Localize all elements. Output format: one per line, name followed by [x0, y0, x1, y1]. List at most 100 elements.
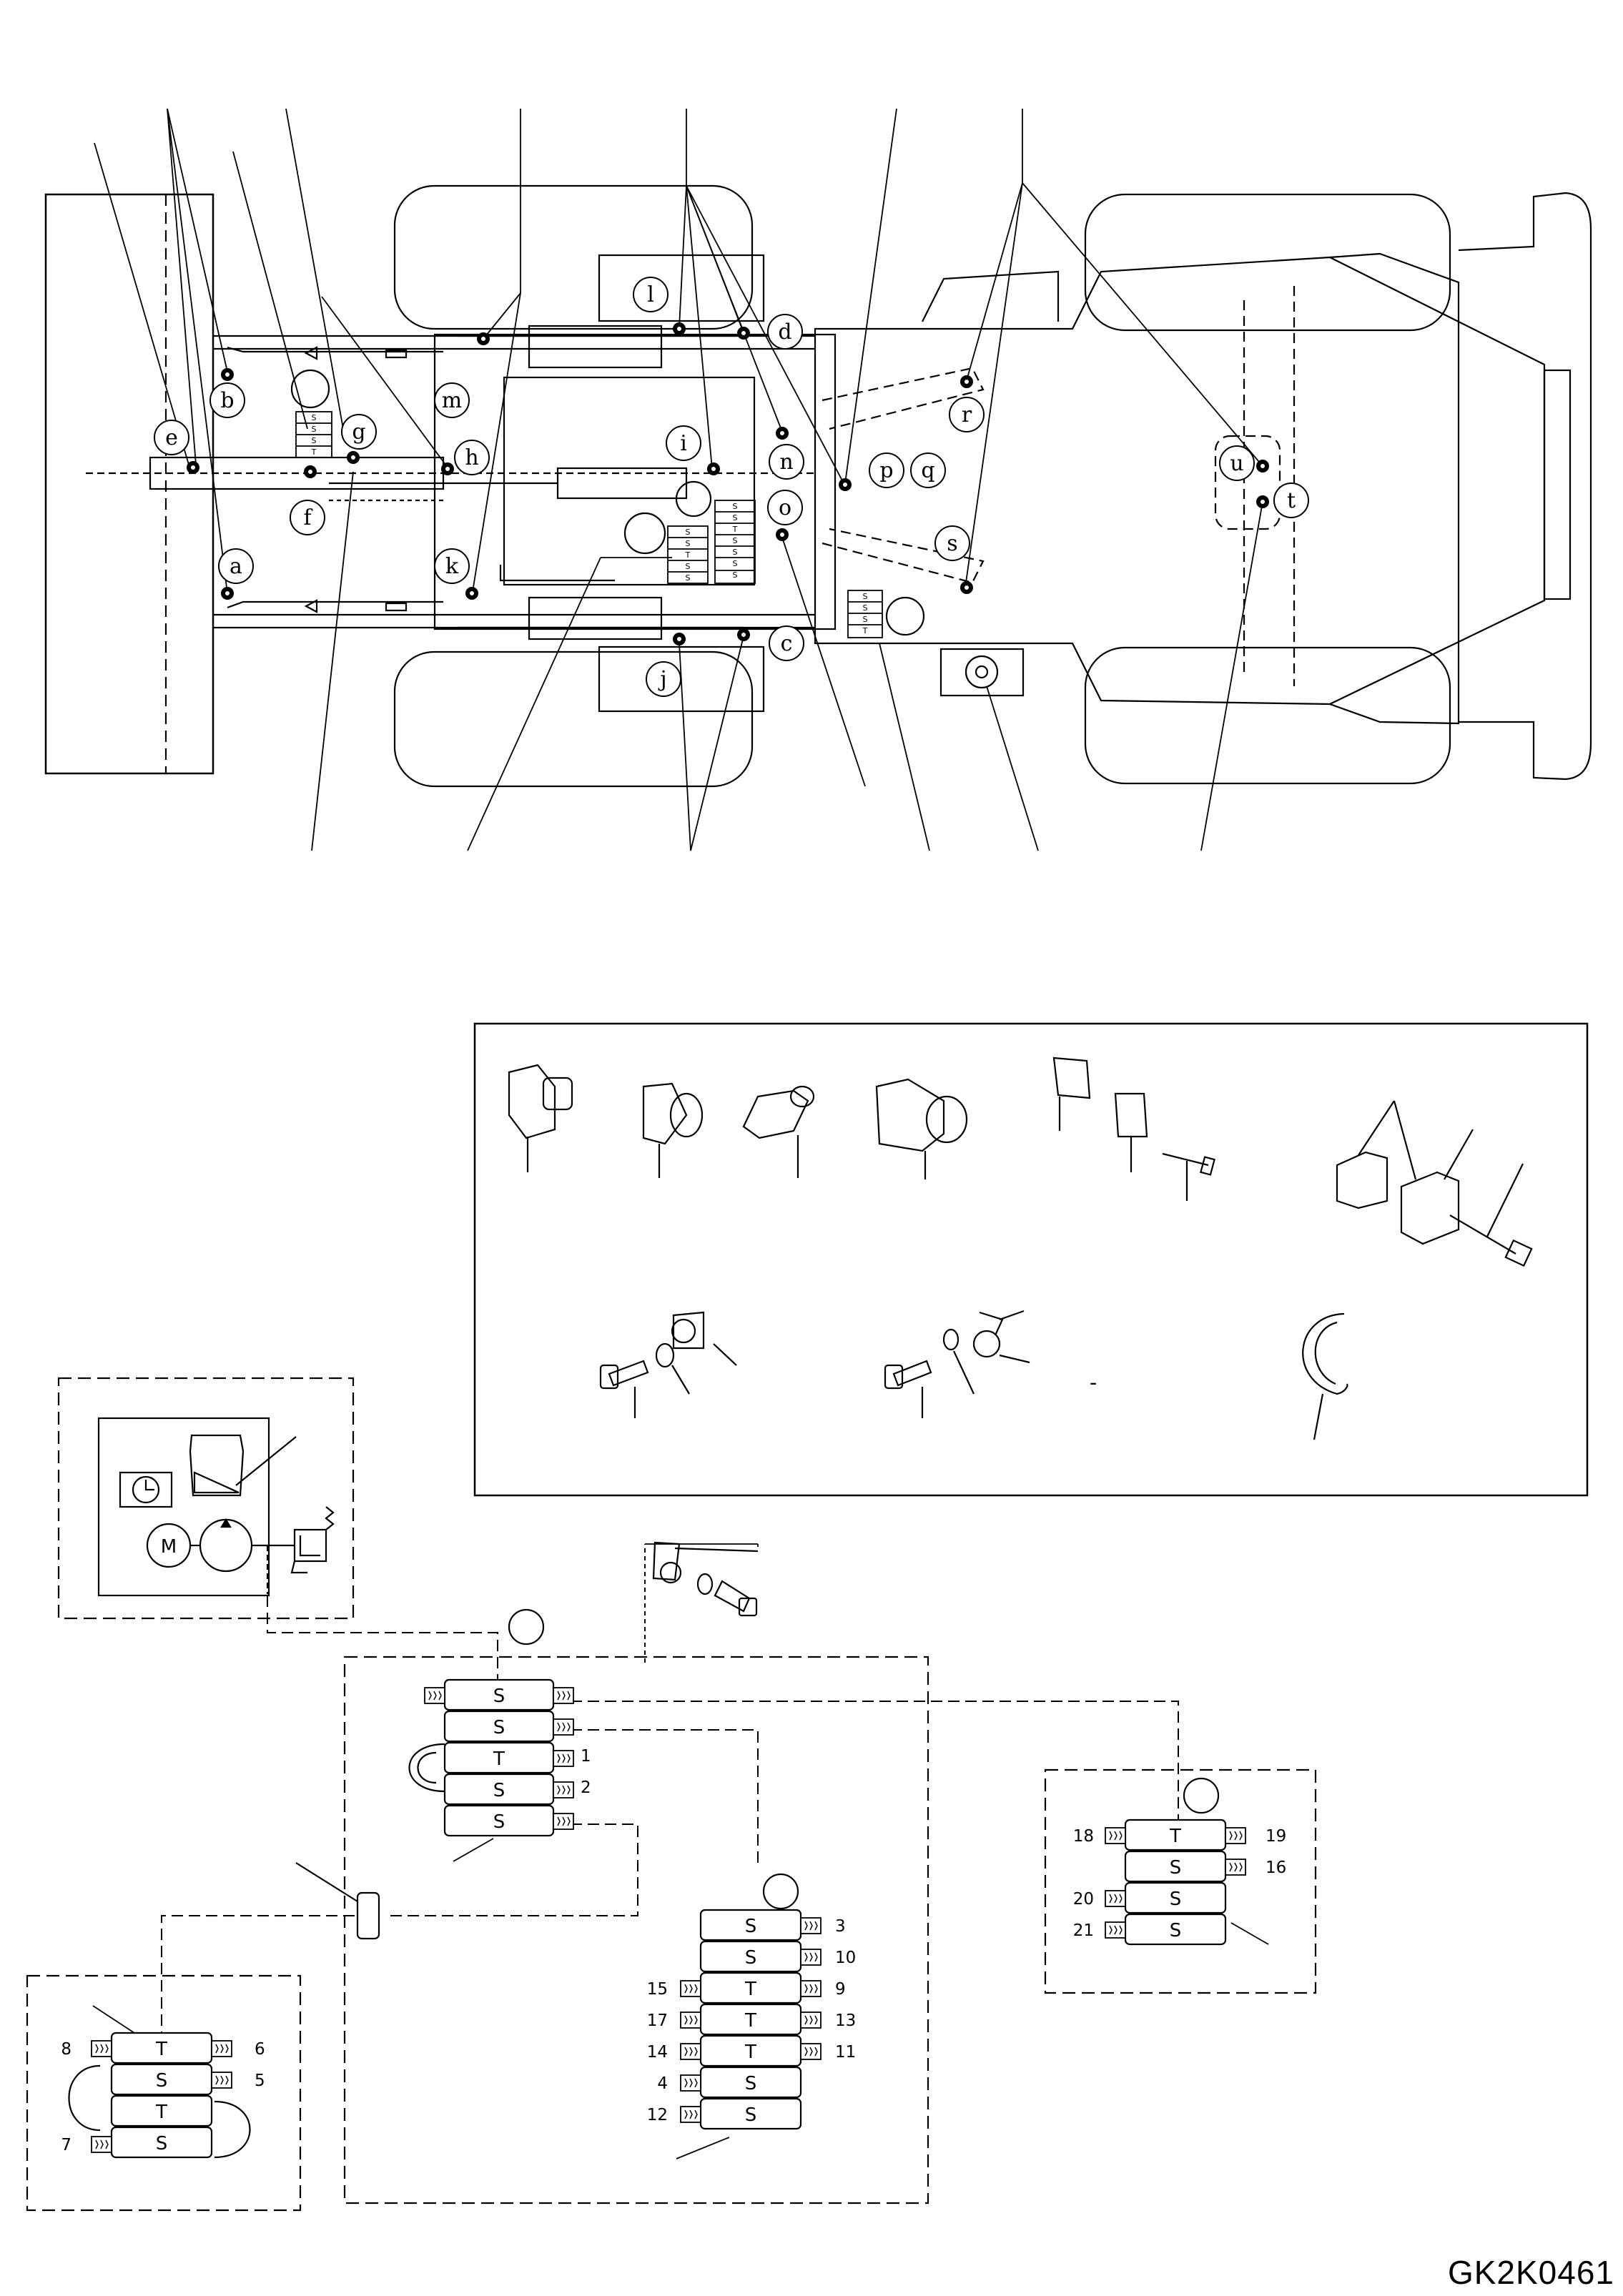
outlet-number: 9	[835, 1980, 846, 1999]
mini-block-letter: S	[733, 559, 738, 568]
mini-block-letter: S	[863, 592, 868, 601]
lube-point-label: p	[879, 458, 893, 483]
lube-point-label: i	[680, 431, 687, 456]
lube-point-label: t	[1287, 488, 1296, 513]
distributor-block-letter: S	[493, 1811, 505, 1833]
lube-point-label: l	[647, 282, 654, 307]
distribution-zone	[26, 1541, 1317, 2212]
outlet-number: 4	[657, 2074, 668, 2093]
parts-panel	[473, 1022, 1589, 1497]
mini-block-letter: S	[312, 413, 317, 422]
lube-point-label: k	[445, 554, 459, 579]
motor-symbol-letter: M	[161, 1536, 177, 1558]
lube-point-m: m	[434, 332, 490, 418]
mini-block-letter: T	[685, 550, 691, 560]
mini-block-letter: S	[312, 425, 317, 434]
outlet-number: 17	[647, 2012, 668, 2030]
pump-unit	[57, 1377, 355, 1620]
mini-block-letter: S	[686, 573, 691, 583]
outlet-number: 16	[1266, 1859, 1286, 1877]
distributor-block-letter: S	[745, 1947, 757, 1969]
lube-point-label: b	[220, 388, 234, 413]
lube-point-label: g	[352, 420, 365, 445]
lube-point-label: f	[303, 505, 312, 530]
lube-point-f: f	[290, 465, 325, 535]
mini-block-letter: S	[686, 539, 691, 548]
lube-point-u: u	[1219, 445, 1269, 481]
top-view-distributor-blocks	[295, 411, 883, 638]
mini-block-letter: S	[863, 615, 868, 624]
distributor-block-letter: S	[493, 1717, 505, 1738]
lube-point-e: e	[154, 420, 199, 474]
lubrication-lines	[161, 1544, 1179, 2037]
outlet-number: 7	[61, 2136, 71, 2154]
lube-point-label: d	[778, 320, 791, 345]
lube-point-label: q	[921, 458, 934, 483]
distributor-block-letter: S	[1170, 1857, 1182, 1879]
distributor-block-letter: T	[493, 1748, 505, 1770]
lube-point-a: a	[218, 548, 254, 600]
outlet-number: 3	[835, 1917, 846, 1936]
lube-point-label: o	[779, 495, 791, 520]
mini-block-letter: S	[863, 603, 868, 613]
mini-block-letter: T	[732, 525, 738, 534]
distributor-block-letter: T	[744, 1979, 756, 2000]
mini-block-letter: S	[733, 513, 738, 523]
lube-point-r: r	[949, 375, 985, 432]
lube-point-d: d	[737, 314, 803, 350]
callout-circles	[290, 369, 1220, 1910]
parts-panel-dash-mark: -	[1090, 1370, 1097, 1395]
lube-point-label: j	[658, 667, 666, 692]
outlet-number: 11	[835, 2043, 856, 2062]
mini-block-letter: S	[686, 528, 691, 537]
top-leader-lines	[94, 108, 1263, 851]
distributor-block-letter: T	[744, 2042, 756, 2063]
distributor-block-letter: S	[745, 2104, 757, 2126]
mini-block-letter: S	[733, 502, 738, 511]
distributor-block-letter: S	[1170, 1889, 1182, 1910]
outlet-number: 19	[1266, 1827, 1286, 1846]
distributor-block-letter: T	[155, 2039, 167, 2060]
mini-block-letter: S	[733, 548, 738, 557]
outlet-number: 15	[647, 1980, 668, 1999]
lube-point-s: s	[934, 525, 973, 594]
outlet-number: 1	[581, 1747, 591, 1766]
mini-block-letter: S	[733, 570, 738, 580]
machine-outline	[44, 184, 1592, 788]
lube-point-label: a	[230, 554, 242, 579]
outlet-number: 20	[1073, 1890, 1094, 1909]
mini-block-letter: S	[686, 562, 691, 571]
outlet-number: 10	[835, 1949, 856, 1967]
lube-point-h: h	[441, 440, 490, 475]
lube-point-label: r	[962, 402, 972, 427]
lube-point-p: p	[839, 452, 904, 491]
lube-point-q: q	[910, 452, 946, 488]
lube-point-o: o	[767, 490, 803, 541]
lube-point-label: u	[1230, 451, 1243, 476]
distributor-block-letter: S	[156, 2070, 168, 2092]
outlet-number: 5	[255, 2072, 265, 2090]
distributor-block-letter: T	[155, 2102, 167, 2123]
outlet-number: 14	[647, 2043, 668, 2062]
distributor-block-letter: S	[1170, 1920, 1182, 1941]
lube-point-label: e	[165, 425, 178, 450]
lube-point-i: i	[666, 425, 720, 475]
lube-point-label: c	[781, 631, 793, 656]
outlet-number: 8	[61, 2040, 71, 2059]
lube-point-label: m	[442, 388, 462, 413]
lube-point-b: b	[209, 368, 245, 418]
outlet-number: 12	[647, 2106, 668, 2124]
distributor-block-letter: T	[1169, 1826, 1181, 1847]
lube-point-g: g	[341, 414, 377, 464]
distributor-leaders	[92, 1543, 1269, 2159]
lube-point-label: h	[465, 445, 478, 470]
distributor-block-letter: S	[493, 1686, 505, 1707]
